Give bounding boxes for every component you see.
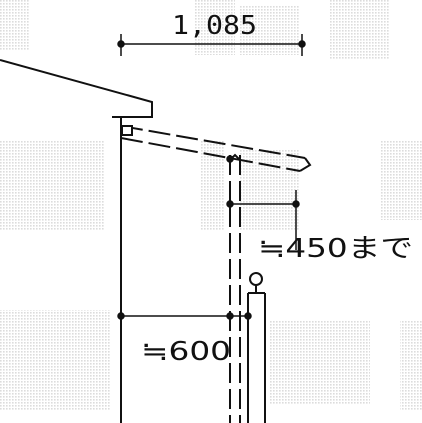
dimension-right-label: ≒450まで [258,234,413,264]
canopy [120,125,312,172]
dimension-mid-label: ≒600 [141,337,231,367]
standpipe [247,272,266,423]
dimension-mid-line [117,312,252,320]
dimension-right-line [226,155,300,250]
dimension-top-line [117,34,306,56]
dimension-top-label: 1,085 [172,11,257,41]
watermark [0,0,422,410]
support-post [229,155,241,423]
main-roof [0,59,153,118]
